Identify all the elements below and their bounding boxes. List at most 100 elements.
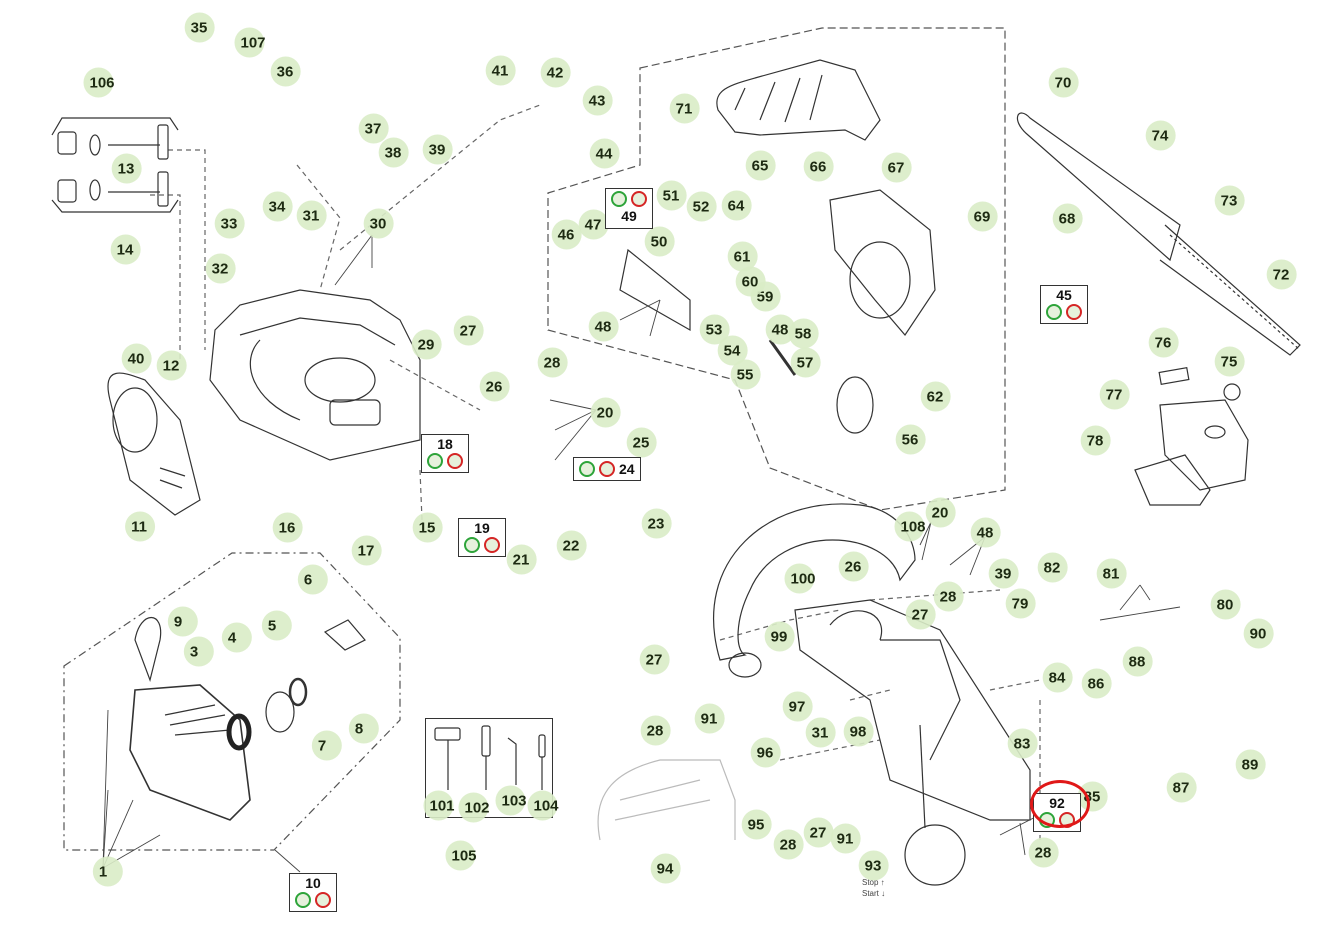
callout-58[interactable]: 58 <box>788 318 819 349</box>
callout-25[interactable]: 25 <box>626 427 657 458</box>
callout-76[interactable]: 76 <box>1148 327 1179 358</box>
callout-98[interactable]: 98 <box>843 716 874 747</box>
callout-27-b[interactable]: 27 <box>905 599 936 630</box>
callout-68[interactable]: 68 <box>1052 203 1083 234</box>
callout-44[interactable]: 44 <box>589 138 620 169</box>
callout-31-bottom[interactable]: 31 <box>805 717 836 748</box>
callout-28-e[interactable]: 28 <box>1028 837 1059 868</box>
kit-45[interactable]: 45 <box>1040 285 1088 324</box>
callout-5[interactable]: 5 <box>261 610 293 641</box>
callout-100[interactable]: 100 <box>784 563 816 594</box>
callout-46[interactable]: 46 <box>551 219 582 250</box>
callout-90[interactable]: 90 <box>1243 618 1274 649</box>
callout-27-d[interactable]: 27 <box>803 817 834 848</box>
callout-12[interactable]: 12 <box>156 350 187 381</box>
callout-72[interactable]: 72 <box>1266 259 1297 290</box>
callout-73[interactable]: 73 <box>1214 185 1245 216</box>
callout-53[interactable]: 53 <box>699 314 730 345</box>
callout-21[interactable]: 21 <box>506 544 537 575</box>
callout-78[interactable]: 78 <box>1080 425 1111 456</box>
callout-29[interactable]: 29 <box>411 329 442 360</box>
callout-94[interactable]: 94 <box>650 853 681 884</box>
callout-26-bottom[interactable]: 26 <box>838 551 869 582</box>
callout-52[interactable]: 52 <box>686 191 717 222</box>
kit-18[interactable]: 18 <box>421 434 469 473</box>
callout-97[interactable]: 97 <box>782 691 813 722</box>
callout-34[interactable]: 34 <box>262 191 293 222</box>
kit-92[interactable]: 92 <box>1033 793 1081 832</box>
callout-22[interactable]: 22 <box>556 530 587 561</box>
callout-65[interactable]: 65 <box>745 150 776 181</box>
callout-7[interactable]: 7 <box>311 730 343 761</box>
callout-11[interactable]: 11 <box>125 511 155 542</box>
callout-39-top[interactable]: 39 <box>422 134 453 165</box>
callout-57[interactable]: 57 <box>790 347 821 378</box>
callout-26-top[interactable]: 26 <box>479 371 510 402</box>
callout-48-b[interactable]: 48 <box>765 314 796 345</box>
kit-10[interactable]: 10 <box>289 873 337 912</box>
callout-6[interactable]: 6 <box>297 564 329 595</box>
callout-13[interactable]: 13 <box>111 153 142 184</box>
callout-54[interactable]: 54 <box>717 335 748 366</box>
callout-83[interactable]: 83 <box>1007 728 1038 759</box>
callout-14[interactable]: 14 <box>110 234 141 265</box>
callout-9[interactable]: 9 <box>167 606 199 637</box>
callout-81[interactable]: 81 <box>1096 558 1127 589</box>
callout-64[interactable]: 64 <box>721 190 752 221</box>
callout-62[interactable]: 62 <box>920 381 951 412</box>
callout-84[interactable]: 84 <box>1042 662 1073 693</box>
callout-108[interactable]: 108 <box>894 511 926 542</box>
callout-1[interactable]: 1 <box>92 856 124 887</box>
callout-43[interactable]: 43 <box>582 85 613 116</box>
callout-91-b[interactable]: 91 <box>830 823 861 854</box>
callout-102[interactable]: 102 <box>458 792 490 823</box>
kit-24[interactable]: 24 <box>573 457 641 481</box>
callout-107[interactable]: 107 <box>234 27 266 58</box>
callout-30[interactable]: 30 <box>363 208 394 239</box>
callout-99[interactable]: 99 <box>764 621 795 652</box>
callout-80[interactable]: 80 <box>1210 589 1241 620</box>
callout-32[interactable]: 32 <box>205 253 236 284</box>
callout-37[interactable]: 37 <box>358 113 389 144</box>
callout-16[interactable]: 16 <box>272 512 303 543</box>
callout-35[interactable]: 35 <box>184 12 215 43</box>
kit-19[interactable]: 19 <box>458 518 506 557</box>
callout-88[interactable]: 88 <box>1122 646 1153 677</box>
callout-41[interactable]: 41 <box>485 55 516 86</box>
callout-69[interactable]: 69 <box>967 201 998 232</box>
callout-93[interactable]: 93 <box>858 850 889 881</box>
callout-61[interactable]: 61 <box>727 241 758 272</box>
callout-48-c[interactable]: 48 <box>970 517 1001 548</box>
callout-82[interactable]: 82 <box>1037 552 1068 583</box>
callout-38[interactable]: 38 <box>378 137 409 168</box>
callout-36[interactable]: 36 <box>270 56 301 87</box>
callout-105[interactable]: 105 <box>445 840 477 871</box>
kit-49[interactable]: 49 <box>605 188 653 229</box>
callout-20-bottom[interactable]: 20 <box>925 497 956 528</box>
callout-87[interactable]: 87 <box>1166 772 1197 803</box>
callout-3[interactable]: 3 <box>183 636 215 667</box>
callout-104[interactable]: 104 <box>527 790 559 821</box>
callout-74[interactable]: 74 <box>1145 120 1176 151</box>
callout-15[interactable]: 15 <box>412 512 443 543</box>
callout-23[interactable]: 23 <box>641 508 672 539</box>
callout-55[interactable]: 55 <box>730 359 761 390</box>
callout-66[interactable]: 66 <box>803 151 834 182</box>
callout-48-a[interactable]: 48 <box>588 311 619 342</box>
callout-4[interactable]: 4 <box>221 622 253 653</box>
callout-8[interactable]: 8 <box>348 713 380 744</box>
callout-27-a[interactable]: 27 <box>453 315 484 346</box>
callout-95[interactable]: 95 <box>741 809 772 840</box>
callout-91-a[interactable]: 91 <box>694 703 725 734</box>
callout-70[interactable]: 70 <box>1048 67 1079 98</box>
callout-31-top[interactable]: 31 <box>296 200 327 231</box>
callout-20-top[interactable]: 20 <box>590 397 621 428</box>
callout-39-bottom[interactable]: 39 <box>988 558 1019 589</box>
callout-27-c[interactable]: 27 <box>639 644 670 675</box>
callout-33[interactable]: 33 <box>214 208 245 239</box>
callout-101[interactable]: 101 <box>423 790 455 821</box>
callout-17[interactable]: 17 <box>351 535 382 566</box>
callout-67[interactable]: 67 <box>881 152 912 183</box>
callout-71[interactable]: 71 <box>669 93 700 124</box>
callout-28-c[interactable]: 28 <box>640 715 671 746</box>
